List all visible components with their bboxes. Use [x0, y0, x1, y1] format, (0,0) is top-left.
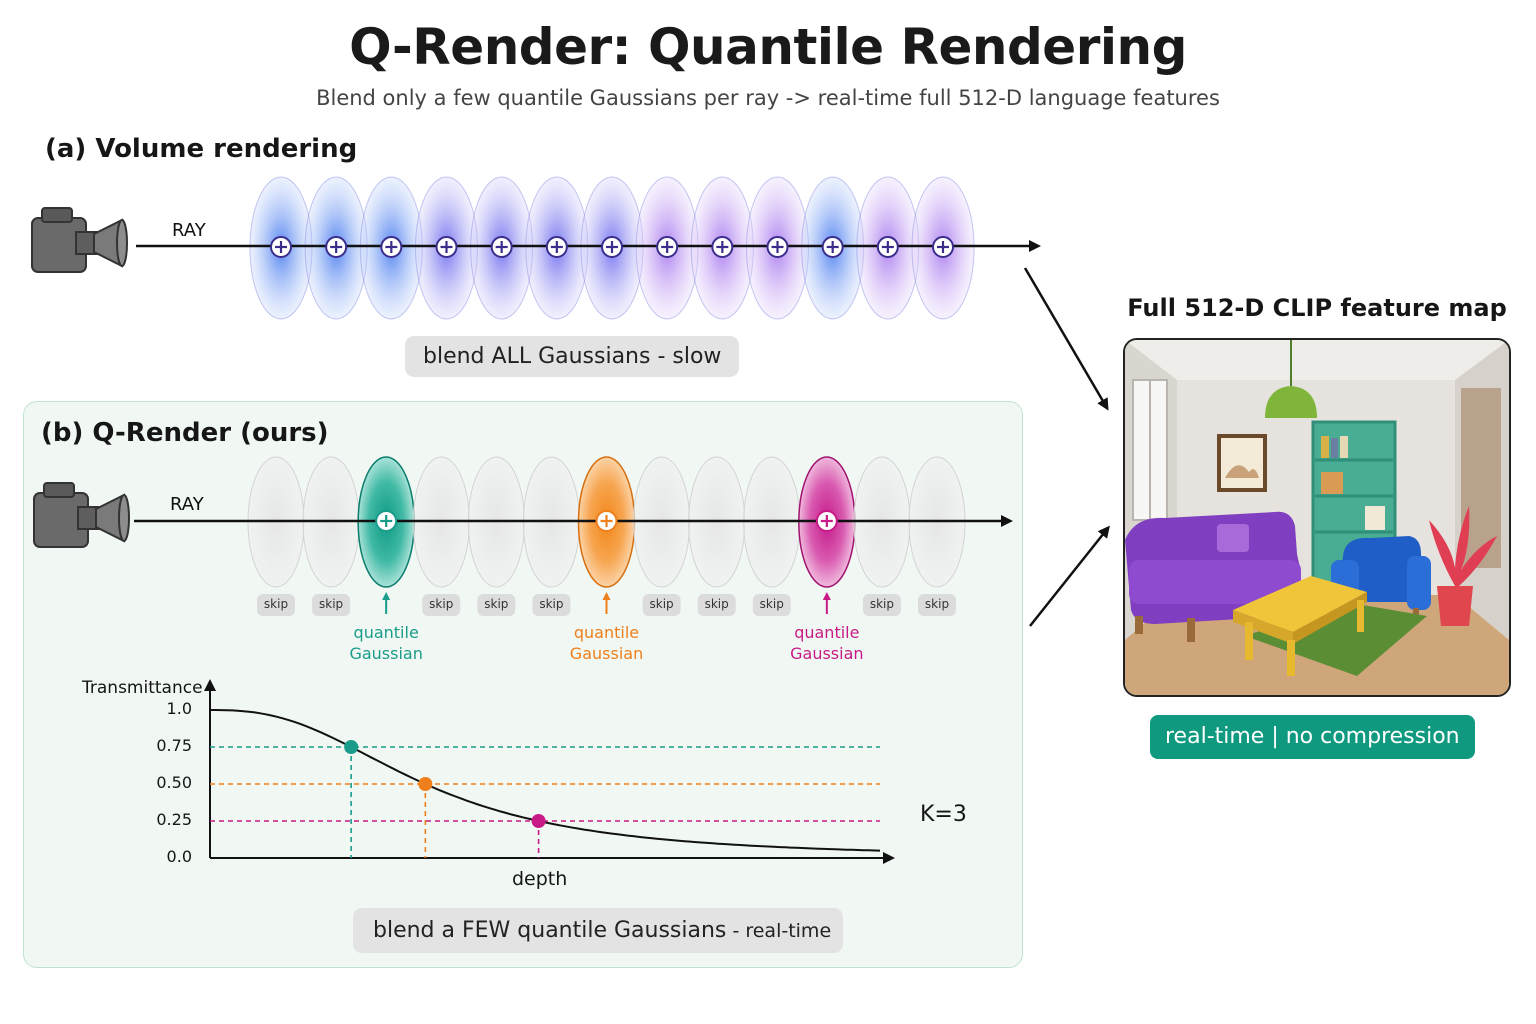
caption-b: blend a FEW quantile Gaussians - real-ti… [353, 908, 844, 953]
panel-b-title: (b) Q-Render (ours) [41, 418, 329, 448]
quantile-center-icon [595, 510, 618, 532]
skip-badges [257, 594, 956, 616]
y-tick-label: 1.0 [166, 699, 192, 718]
skip-badge [642, 594, 681, 616]
quantile-point [344, 740, 359, 754]
gaussian-center-icon [766, 236, 789, 258]
room-illustration [1125, 340, 1509, 695]
page-subtitle: Blend only a few quantile Gaussians per … [316, 86, 1220, 110]
gaussian-center-icon [435, 236, 458, 258]
result-title: Full 512-D CLIP feature map [1127, 294, 1507, 322]
caption-b-tail: - real-time [726, 920, 832, 942]
gaussian-center-icon [656, 236, 679, 258]
skip-badge [257, 594, 295, 616]
gaussian-center-icon [601, 236, 623, 258]
y-tick-label: 0.75 [156, 736, 192, 755]
skip-label: skip [869, 597, 894, 611]
skip-label: skip [263, 597, 289, 611]
camera-icon [31, 207, 128, 273]
feature-map-image [1123, 338, 1511, 697]
quantile-label-line2: Gaussian [790, 644, 864, 663]
quantile-arrowhead [822, 592, 831, 600]
quantile-arrows [382, 592, 831, 614]
skip-label: skip [649, 597, 674, 611]
gaussian-center-icon [490, 236, 513, 258]
gaussian-center-icon [545, 236, 568, 258]
gaussian-center-icon [876, 236, 899, 258]
quantile-label-line2: Gaussian [349, 644, 423, 663]
skip-badge [862, 594, 901, 616]
skip-label: skip [924, 597, 950, 611]
arrow-b-to-result [1029, 525, 1110, 627]
gaussian-center-icon [270, 236, 292, 258]
plot-x-label: depth [512, 868, 568, 890]
ray-label-b: RAY [170, 494, 204, 515]
quantile-point [531, 814, 546, 828]
gaussian-center-icon [932, 236, 954, 258]
quantile-arrowhead [602, 592, 611, 600]
skip-label: skip [759, 597, 784, 611]
panel-a-title: (a) Volume rendering [45, 134, 358, 164]
quantile-label-line1: quantile [794, 623, 860, 642]
quantile-point [418, 777, 433, 791]
status-badge: real-time | no compression [1150, 715, 1475, 759]
y-tick-label: 0.50 [156, 773, 192, 792]
gaussian-center-icon [325, 236, 348, 258]
skip-badge [918, 594, 956, 616]
gaussian-center-icon [821, 236, 844, 258]
skip-label: skip [319, 597, 344, 611]
quantile-label-line1: quantile [573, 623, 640, 642]
skip-badge [752, 594, 791, 616]
quantile-guides [210, 740, 880, 858]
quantile-center-icon [375, 510, 398, 532]
quantile-arrowhead [382, 592, 391, 600]
skip-badge [532, 594, 571, 616]
skip-badge [697, 594, 736, 616]
transmittance-curve [210, 709, 881, 852]
page-title: Q-Render: Quantile Rendering [349, 18, 1187, 76]
skip-badge [422, 594, 461, 616]
quantile-label-line2: Gaussian [569, 644, 644, 663]
gaussian-centers-b [375, 510, 838, 532]
plot-y-label: Transmittance [82, 678, 203, 698]
y-tick-label: 0.0 [166, 847, 192, 866]
skip-label: skip [704, 597, 729, 611]
skip-badge [477, 594, 516, 616]
skip-label: skip [539, 597, 564, 611]
y-tick-label: 0.25 [156, 810, 192, 829]
skip-label: skip [484, 597, 509, 611]
arrow-a-to-result [1023, 267, 1109, 411]
caption-b-main: blend a FEW quantile Gaussians [373, 918, 727, 943]
quantile-center-icon [815, 510, 838, 532]
skip-label: skip [429, 597, 454, 611]
gaussian-centers-a [270, 236, 954, 258]
quantile-label-line1: quantile [353, 623, 419, 642]
transmittance-plot [204, 679, 895, 864]
skip-badge [312, 594, 351, 616]
gaussian-center-icon [711, 236, 734, 258]
ray-label-a: RAY [172, 220, 206, 241]
gaussian-center-icon [380, 236, 403, 258]
camera-icon [33, 482, 130, 548]
k-label: K=3 [920, 802, 967, 827]
caption-a: blend ALL Gaussians - slow [405, 336, 740, 377]
